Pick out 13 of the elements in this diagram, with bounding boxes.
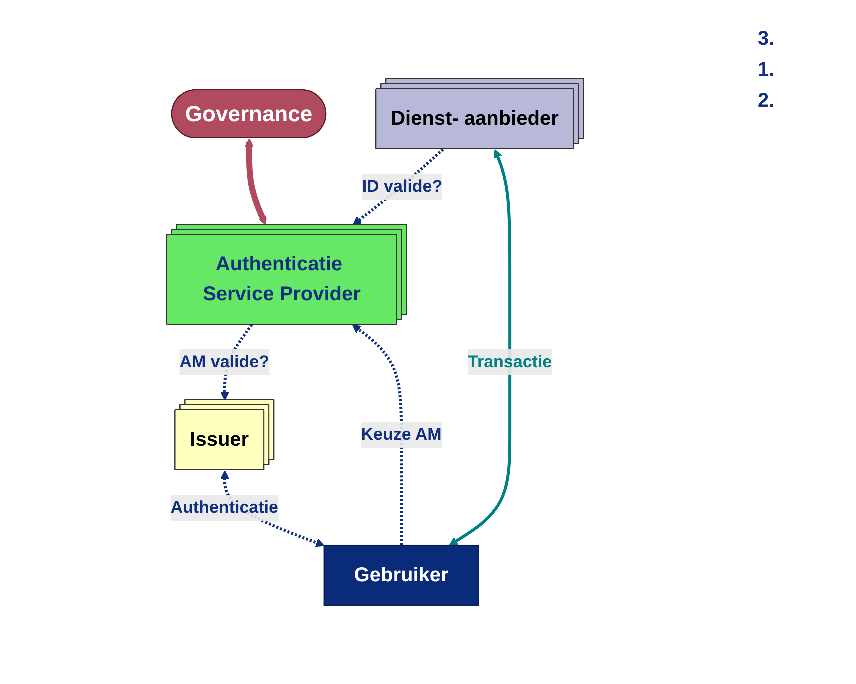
step-number: 3. xyxy=(758,28,776,51)
arrow xyxy=(352,324,403,546)
step-number: 2. xyxy=(758,90,776,113)
arrow xyxy=(448,149,512,546)
edge-label: AM valide? xyxy=(179,352,270,372)
edge-label: ID valide? xyxy=(362,176,442,196)
edge-label: Authenticatie xyxy=(170,498,278,517)
step-number: 1. xyxy=(758,59,776,82)
edge-label: Keuze AM xyxy=(360,424,442,444)
edge-label: Transactie xyxy=(468,352,552,372)
arrow xyxy=(352,148,444,226)
arrow xyxy=(244,138,267,226)
node-box: Gebruiker xyxy=(323,544,479,606)
